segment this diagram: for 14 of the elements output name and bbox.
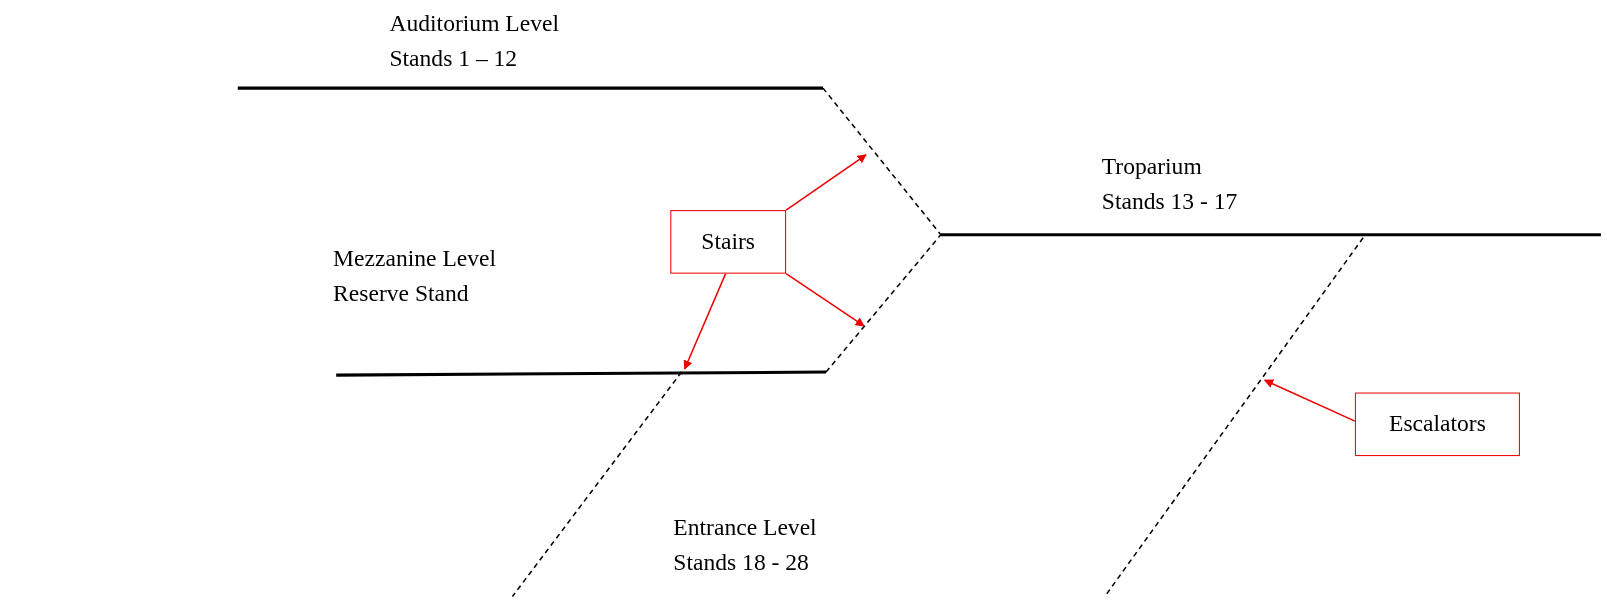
level-label: Stands 18 - 28 — [673, 548, 809, 577]
level-label: Reserve Stand — [333, 279, 469, 309]
leader-arrow — [785, 272, 865, 327]
level-label: Stands 13 - 17 — [1101, 187, 1238, 217]
level-label: Troparium — [1101, 152, 1202, 182]
level-label: Entrance Level — [673, 513, 817, 543]
level-label: Mezzanine Level — [333, 245, 497, 274]
level-label: Stands 1 – 12 — [389, 44, 518, 73]
callout-box: Stairs — [670, 210, 787, 274]
leader-arrow — [683, 272, 727, 370]
leader-arrow — [785, 154, 867, 211]
callout-box: Escalators — [1354, 392, 1520, 457]
leader-arrow — [1263, 379, 1356, 422]
level-label: Auditorium Level — [389, 9, 559, 38]
